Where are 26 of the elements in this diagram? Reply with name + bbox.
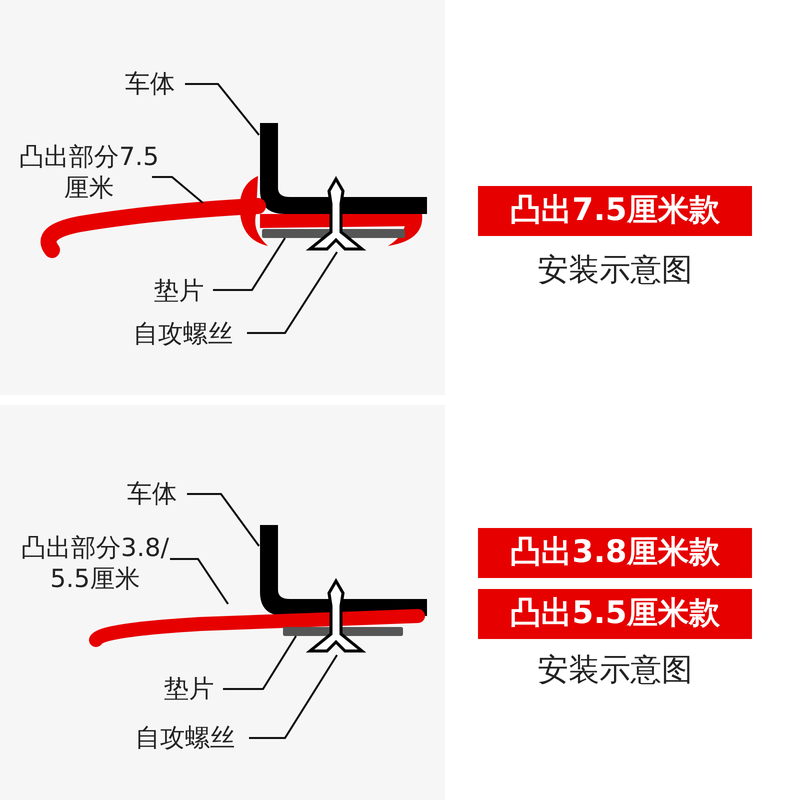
- leader-line: [152, 176, 204, 204]
- part-label: 垫片: [158, 673, 220, 704]
- part-label: 垫片: [148, 275, 210, 306]
- part-label: 车体: [118, 68, 182, 99]
- trim-strip: [89, 609, 425, 647]
- leader-line: [185, 83, 260, 136]
- leader-line: [170, 558, 229, 605]
- leader-line: [213, 237, 286, 291]
- caption-text: 安装示意图: [536, 251, 694, 290]
- caption-text: 安装示意图: [536, 651, 694, 690]
- title-banner: 凸出3.8厘米款: [478, 528, 752, 578]
- leader-line: [249, 654, 338, 739]
- part-label: 自攻螺丝: [122, 318, 244, 349]
- trim-strip: [40, 176, 422, 258]
- part-label: 凸出部分7.5厘米: [14, 141, 164, 203]
- part-label: 自攻螺丝: [124, 722, 246, 753]
- leader-line: [247, 251, 338, 334]
- leader-line: [223, 635, 297, 690]
- part-label: 凸出部分3.8/5.5厘米: [14, 532, 176, 594]
- part-label: 车体: [120, 478, 184, 509]
- self-tapping-screw: [306, 578, 366, 652]
- title-banner: 凸出5.5厘米款: [478, 589, 752, 639]
- title-banner: 凸出7.5厘米款: [478, 186, 752, 236]
- leader-line: [187, 493, 260, 547]
- self-tapping-screw: [306, 176, 366, 250]
- car-body-panel: [260, 123, 427, 214]
